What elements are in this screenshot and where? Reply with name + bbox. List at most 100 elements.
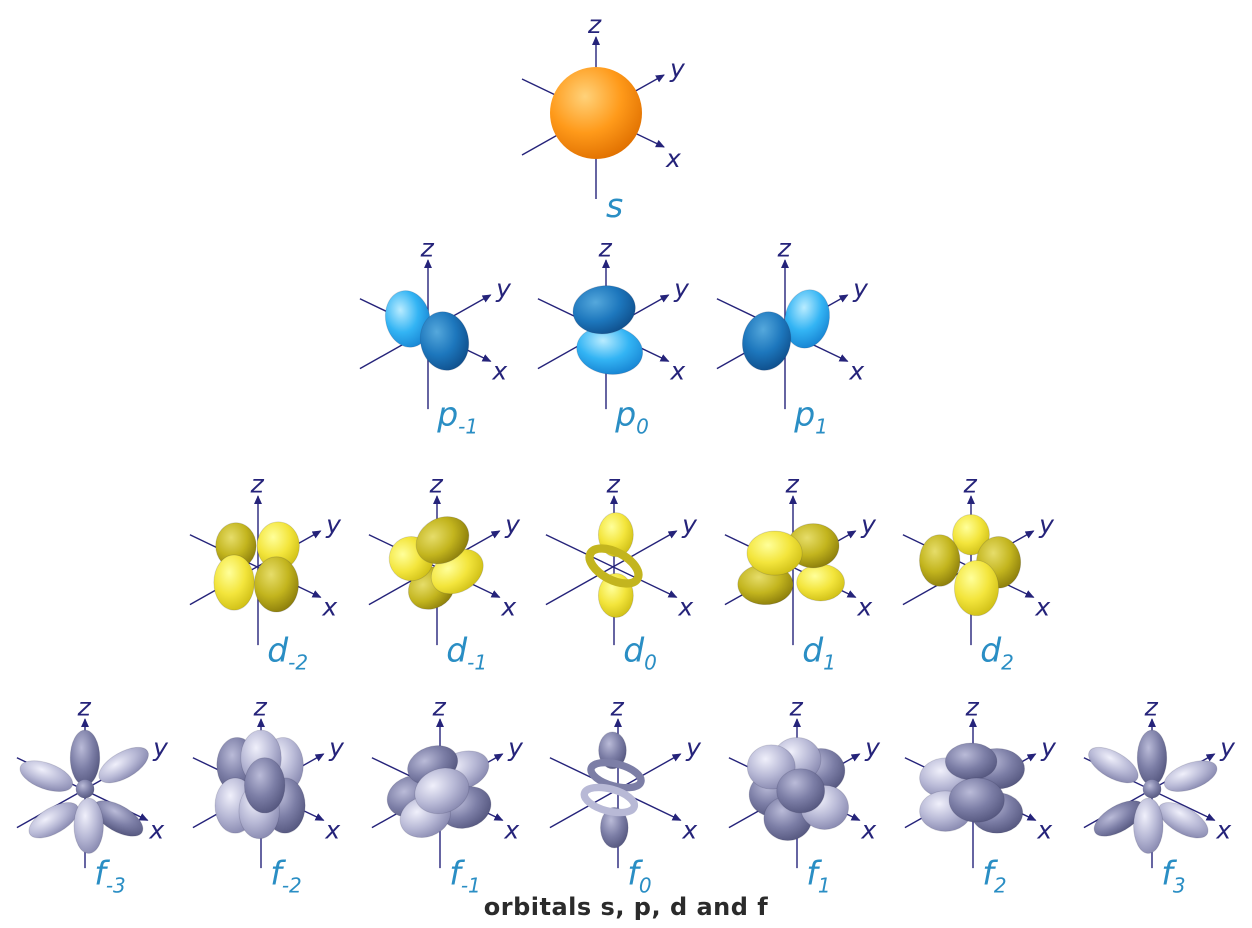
orbital-shape: [919, 742, 1025, 834]
orbital-subscript: 0: [639, 874, 652, 898]
y-axis: [545, 530, 678, 606]
orbital-shape: [388, 516, 484, 610]
orbital-shape: [746, 737, 849, 841]
x-axis: [545, 534, 678, 598]
x-axis: [189, 534, 322, 598]
x-axis-label: x: [856, 593, 872, 622]
y-axis-label: y: [325, 510, 342, 539]
orbital-shape: [1088, 729, 1218, 854]
z-axis-label: z: [963, 469, 978, 498]
orbital-shape: [572, 285, 644, 375]
x-axis-label: x: [324, 816, 340, 845]
orbital-label: s: [606, 186, 623, 225]
z-axis-label: z: [420, 233, 435, 262]
z-axis-label: z: [965, 692, 980, 721]
orbital-shape: [737, 523, 845, 606]
z-axis-label: z: [598, 233, 613, 262]
orbital-shape: [580, 731, 645, 849]
z-axis-label: z: [429, 469, 444, 498]
orbital-label: p0: [614, 395, 649, 439]
orbital-letter: p: [793, 395, 815, 434]
axis-set: x y z: [368, 469, 521, 646]
y-axis-label: y: [504, 510, 521, 539]
orbital-letter: s: [606, 186, 623, 225]
z-axis-label: z: [250, 469, 265, 498]
y-axis-label: y: [1038, 510, 1055, 539]
orbital-grid: xyzsxyzp-1xyzp0xyzp1xyzd-2xyzd-1xyzd0xyz…: [16, 10, 1236, 898]
f-minus-1-orbital: x y z f-1: [371, 692, 524, 898]
d-minus-2-orbital: x y z d-2: [189, 469, 342, 675]
orbital-label: p-1: [436, 395, 478, 439]
x-axis-label: x: [1036, 816, 1052, 845]
x-axis: [368, 534, 501, 598]
orbital-letter: d: [446, 631, 468, 670]
y-axis-label: y: [669, 54, 686, 83]
orbital-subscript: -1: [461, 874, 481, 898]
y-axis-label: y: [495, 274, 512, 303]
orbital-label: p1: [793, 395, 828, 439]
orbital-subscript: 1: [823, 651, 836, 675]
orbital-label: f3: [1161, 854, 1185, 898]
z-axis-label: z: [785, 469, 800, 498]
orbital-subscript: 2: [994, 874, 1007, 898]
orbital-shape: [19, 729, 149, 854]
orbital-shape: [386, 745, 492, 838]
y-axis-label: y: [860, 510, 877, 539]
x-axis-label: x: [500, 593, 516, 622]
z-axis-label: z: [432, 692, 447, 721]
orbital-shape: [742, 289, 830, 371]
diagram-caption: orbitals s, p, d and f: [483, 893, 769, 921]
axis-set: xyz: [192, 692, 345, 869]
orbital-subscript: 0: [644, 651, 657, 675]
y-axis-label: y: [864, 733, 881, 762]
x-axis-label: x: [669, 357, 685, 386]
z-axis-label: z: [77, 692, 92, 721]
orbital-subscript: 2: [1001, 651, 1014, 675]
orbital-label: d2: [980, 631, 1014, 675]
x-axis-label: x: [677, 593, 693, 622]
orbital-shape: [213, 521, 300, 613]
orbital-shape: [919, 514, 1022, 617]
y-axis-label: y: [685, 733, 702, 762]
y-axis-label: y: [507, 733, 524, 762]
orbital-label: f0: [627, 854, 651, 898]
y-axis-label: y: [152, 733, 169, 762]
y-axis-label: y: [681, 510, 698, 539]
orbital-subscript: 3: [1173, 874, 1186, 898]
orbital-subscript: 0: [636, 415, 649, 439]
x-axis-label: x: [148, 816, 164, 845]
z-axis-label: z: [789, 692, 804, 721]
orbital-letter: d: [267, 631, 289, 670]
z-axis-label: z: [587, 10, 602, 39]
orbital-subscript: -1: [467, 651, 487, 675]
z-axis-label: z: [777, 233, 792, 262]
x-axis-label: x: [1215, 816, 1231, 845]
x-axis-label: x: [681, 816, 697, 845]
axis-set: x y z: [549, 692, 702, 869]
orbital-letter: p: [614, 395, 636, 434]
orbital-subscript: -2: [288, 651, 308, 675]
y-axis-label: y: [852, 274, 869, 303]
x-axis-label: x: [503, 816, 519, 845]
orbital-label: f-1: [449, 854, 481, 898]
f-0-orbital: x y z f0: [549, 692, 702, 898]
y-axis-label: y: [1219, 733, 1236, 762]
d-minus-1-orbital: x y z d-1: [368, 469, 521, 675]
z-axis-label: z: [606, 469, 621, 498]
y-axis-label: y: [328, 733, 345, 762]
z-axis-label: z: [610, 692, 625, 721]
x-axis-label: x: [321, 593, 337, 622]
orbital-label: f1: [806, 854, 830, 898]
